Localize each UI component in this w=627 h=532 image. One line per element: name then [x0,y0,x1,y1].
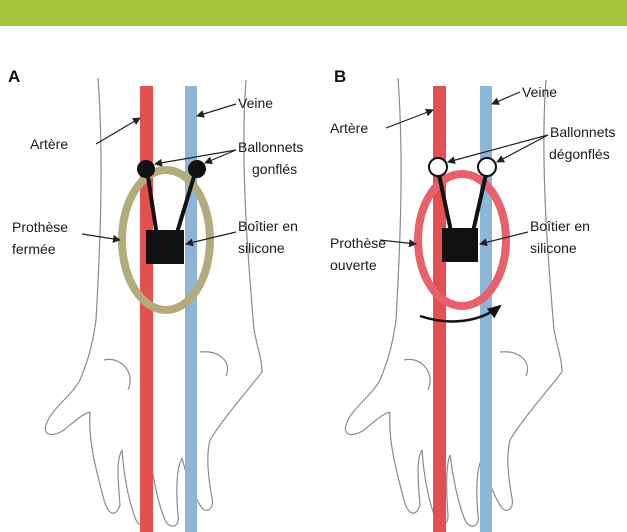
leader-lines-b [380,92,548,244]
label-box-a-line1: Boîtier en [238,218,298,234]
panel-a: A [8,67,303,532]
silicone-box-a [146,230,184,264]
panel-a-letter: A [8,67,20,86]
label-prosthesis-b-line2: ouverte [330,257,377,273]
panel-b: B [330,67,615,532]
balloon-deflated-left [429,158,447,176]
balloon-inflated-left [137,160,155,178]
panel-b-letter: B [334,67,346,86]
vein-a [185,86,197,532]
label-balloons-b-line2: dégonflés [549,146,610,162]
label-vein-b: Veine [522,84,557,100]
label-box-a-line2: silicone [238,240,285,256]
artery-b [433,86,446,532]
label-artery-b: Artère [330,120,368,136]
label-prosthesis-b-line1: Prothèse [330,235,386,251]
balloon-inflated-right [188,160,206,178]
label-vein-a: Veine [238,95,273,111]
label-balloons-b-line1: Ballonnets [550,124,615,140]
label-box-b-line2: silicone [530,240,577,256]
label-box-b-line1: Boîtier en [530,218,590,234]
label-balloons-a-line1: Ballonnets [238,139,303,155]
label-artery-a: Artère [30,136,68,152]
balloon-deflated-right [478,158,496,176]
silicone-box-b [442,228,478,262]
label-balloons-a-line2: gonflés [252,161,297,177]
label-prosthesis-a-line2: fermée [12,241,56,257]
label-prosthesis-a-line1: Prothèse [12,219,68,235]
arm-outline-a [45,78,262,526]
